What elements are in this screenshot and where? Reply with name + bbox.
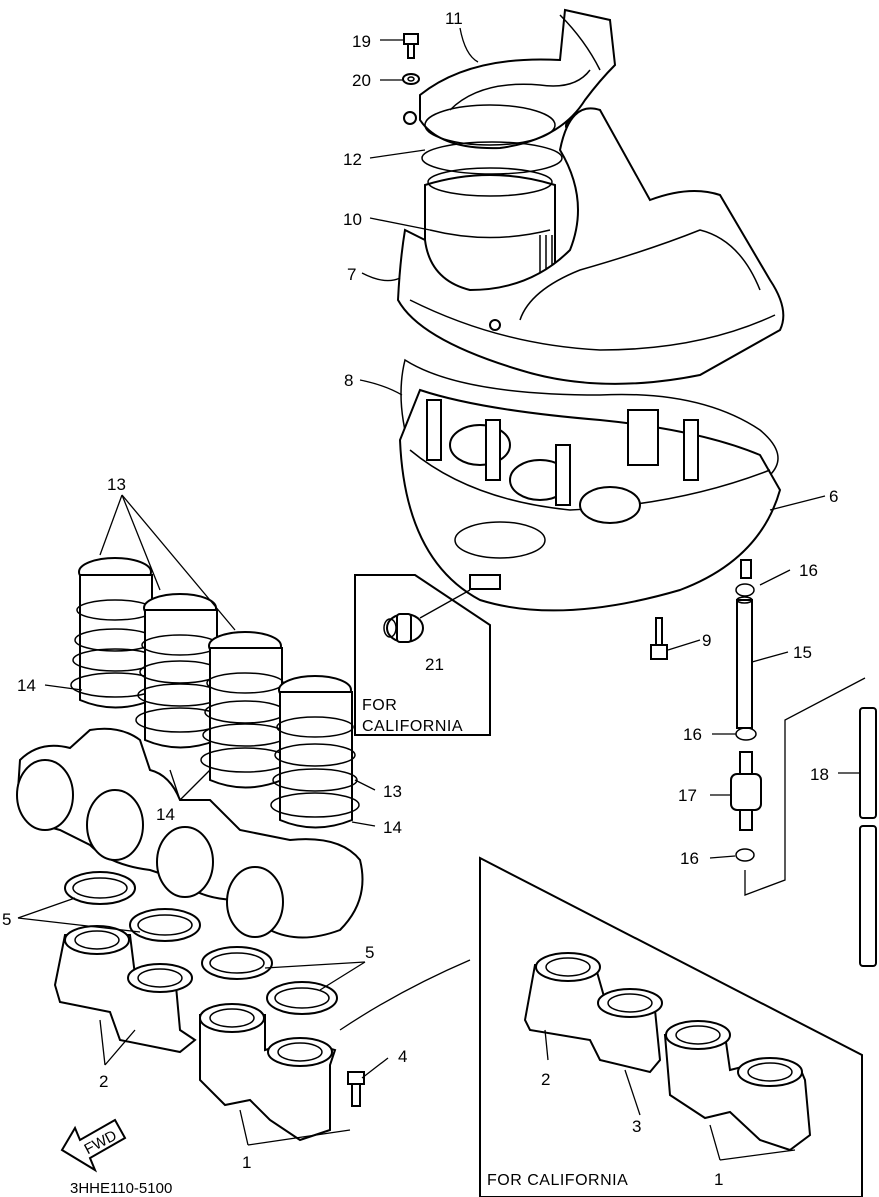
california-inset-2: FOR CALIFORNIA — [479, 856, 863, 1197]
drawing-code: 3HHE110-5100 — [70, 1180, 172, 1197]
callout-21: 21 — [425, 655, 444, 674]
callout-10: 10 — [343, 210, 362, 229]
hose-clamp-16a — [735, 583, 755, 597]
callout-20: 20 — [352, 71, 371, 90]
air-funnel-4 — [270, 675, 360, 829]
callout-5-left: 5 — [2, 910, 11, 929]
california-label-2: FOR CALIFORNIA — [487, 1172, 628, 1189]
grommet-21 — [383, 613, 424, 643]
callout-3-california: 3 — [632, 1117, 641, 1136]
joint-2-pair — [53, 925, 197, 1054]
callout-2-left: 2 — [99, 1072, 108, 1091]
air-intake-cover — [403, 8, 617, 150]
california-label-1-line2: CALIFORNIA — [362, 718, 463, 735]
air-funnel-1 — [70, 557, 160, 709]
drain-hose-18 — [859, 707, 877, 967]
hose-route-line — [744, 677, 866, 896]
callout-18: 18 — [810, 765, 829, 784]
carburetor-bodies — [16, 727, 364, 939]
callout-11: 11 — [445, 9, 463, 28]
callout-9: 9 — [702, 631, 711, 650]
inset-2-pointer — [339, 959, 471, 1031]
callout-7: 7 — [347, 265, 356, 284]
screw-9 — [650, 617, 668, 660]
callout-5-right: 5 — [365, 943, 374, 962]
callout-1-left: 1 — [242, 1153, 251, 1172]
bolt-4 — [347, 1071, 365, 1107]
clamp-5a — [64, 871, 136, 905]
callout-2-california: 2 — [541, 1070, 550, 1089]
washer-20 — [402, 73, 420, 85]
fwd-arrow-icon: FWD — [60, 1118, 127, 1173]
clamp-5b — [129, 908, 201, 942]
callout-16-top: 16 — [799, 561, 818, 580]
joint-1-pair — [199, 1003, 337, 1142]
callout-14-center: 14 — [156, 805, 175, 824]
callout-13-top: 13 — [107, 475, 126, 494]
airbox-case-upper — [396, 107, 785, 385]
california-label-1-line1: FOR — [362, 697, 397, 714]
callout-16-middle: 16 — [683, 725, 702, 744]
california-joints — [523, 952, 812, 1152]
joint-17 — [730, 751, 762, 831]
callout-13-right: 13 — [383, 782, 402, 801]
callout-8: 8 — [344, 371, 353, 390]
callout-numbers: 19 20 11 12 10 7 8 6 16 9 15 21 16 18 17… — [2, 9, 838, 1189]
callout-6: 6 — [829, 487, 838, 506]
callout-12: 12 — [343, 150, 362, 169]
callout-15: 15 — [793, 643, 812, 662]
clamp-5c — [201, 946, 273, 980]
callout-14-right: 14 — [383, 818, 402, 837]
callout-19: 19 — [352, 32, 371, 51]
clamp-5d — [266, 981, 338, 1015]
hose-clamp-16b — [735, 727, 757, 741]
o-ring-12 — [421, 141, 563, 175]
hose-clamp-16c — [735, 848, 755, 862]
callout-17: 17 — [678, 786, 697, 805]
callout-16-bottom: 16 — [680, 849, 699, 868]
california-inset-1: FOR CALIFORNIA — [354, 574, 491, 736]
callout-1-california: 1 — [714, 1170, 723, 1189]
leader-lines — [17, 27, 860, 1161]
bolt-19 — [403, 33, 419, 59]
air-funnel-3 — [200, 631, 290, 789]
airbox-case-lower — [398, 388, 782, 612]
breather-hose-15 — [736, 596, 753, 729]
callout-14-left: 14 — [17, 676, 36, 695]
callout-4: 4 — [398, 1047, 407, 1066]
